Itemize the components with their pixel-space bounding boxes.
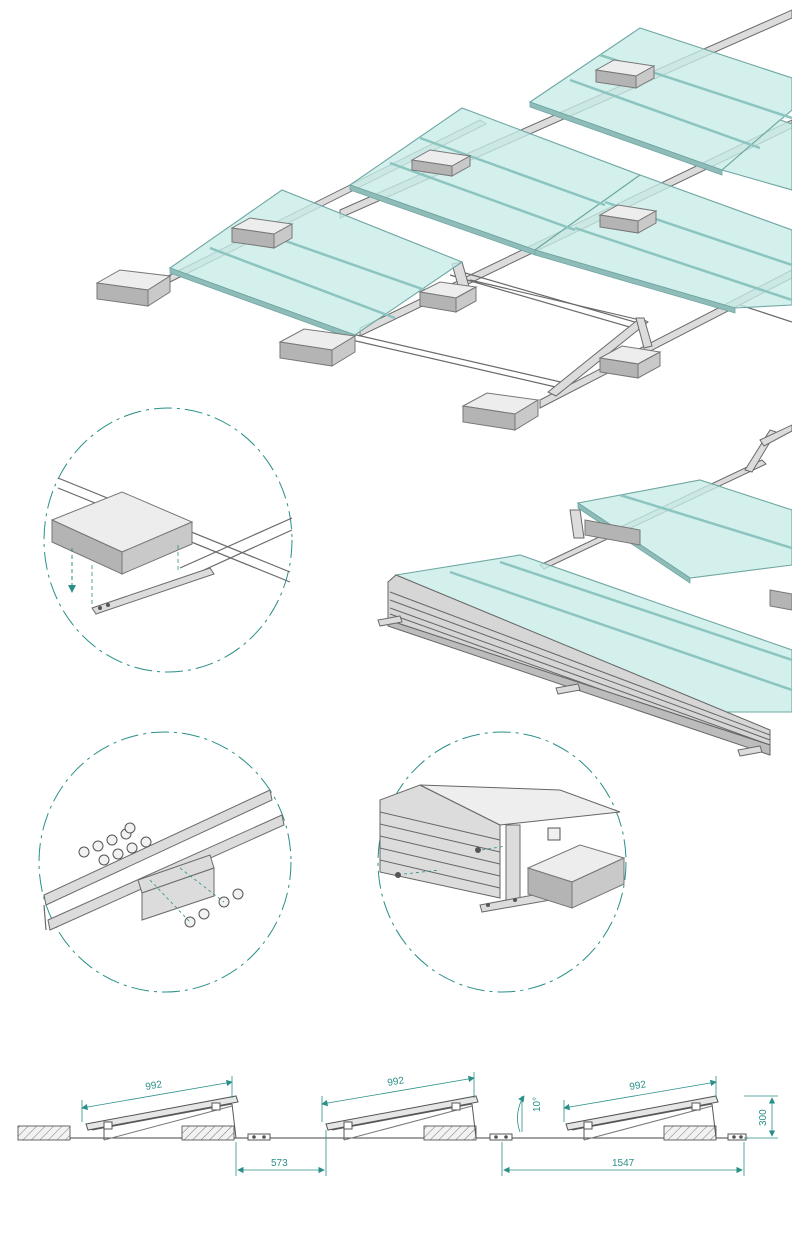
ballast-section (423, 1125, 477, 1141)
dimension-angle: 10° (517, 1095, 543, 1133)
ballast-section (181, 1125, 235, 1141)
dimension-label: 10° (532, 1097, 543, 1112)
dimension-label: 992 (145, 1079, 164, 1093)
side-elevation: 992 992 992 10° 300 57 (17, 1072, 778, 1176)
ballast-section (17, 1125, 71, 1141)
connector-bolts (247, 1133, 747, 1141)
isometric-array-view (95, 9, 792, 431)
ballast-block (598, 345, 662, 379)
dimension-label: 300 (758, 1109, 769, 1126)
ballast-block (598, 204, 658, 234)
ballast-section (663, 1125, 717, 1141)
ballast-block (230, 217, 294, 249)
dimension-label: 573 (271, 1158, 288, 1169)
ballast-block (95, 269, 172, 307)
dimension-panel-1: 992 (81, 1076, 233, 1122)
ballast-block (278, 328, 357, 367)
dimension-panel-2: 992 (321, 1072, 475, 1122)
ballast-blocks (95, 59, 662, 431)
solar-panel-row-middle (348, 107, 792, 314)
ballast-block (418, 281, 478, 313)
dimension-label: 1547 (612, 1158, 635, 1169)
dimension-row-gap: 573 (235, 1130, 327, 1176)
detail-circle (377, 731, 627, 993)
ballast-block (594, 59, 656, 89)
ballast-block (410, 149, 472, 177)
solar-panel-row-back (528, 27, 792, 191)
isometric-deflector-view (377, 424, 792, 757)
dimension-label: 992 (387, 1075, 406, 1089)
detail-deflector-attachment (377, 731, 627, 993)
detail-circle (38, 731, 292, 993)
ballast-block (461, 392, 540, 431)
bolts (78, 822, 244, 928)
dimension-row-pitch: 1547 (501, 1142, 745, 1176)
dimension-panel-3: 992 (563, 1076, 717, 1122)
dimension-label: 992 (629, 1079, 648, 1093)
detail-circle (43, 407, 293, 673)
arrow-left-icon (395, 872, 401, 878)
detail-ballast-placement (43, 407, 293, 673)
detail-bolt-connection (38, 731, 292, 993)
solar-panel (720, 119, 792, 191)
dimension-height: 300 (744, 1095, 778, 1139)
